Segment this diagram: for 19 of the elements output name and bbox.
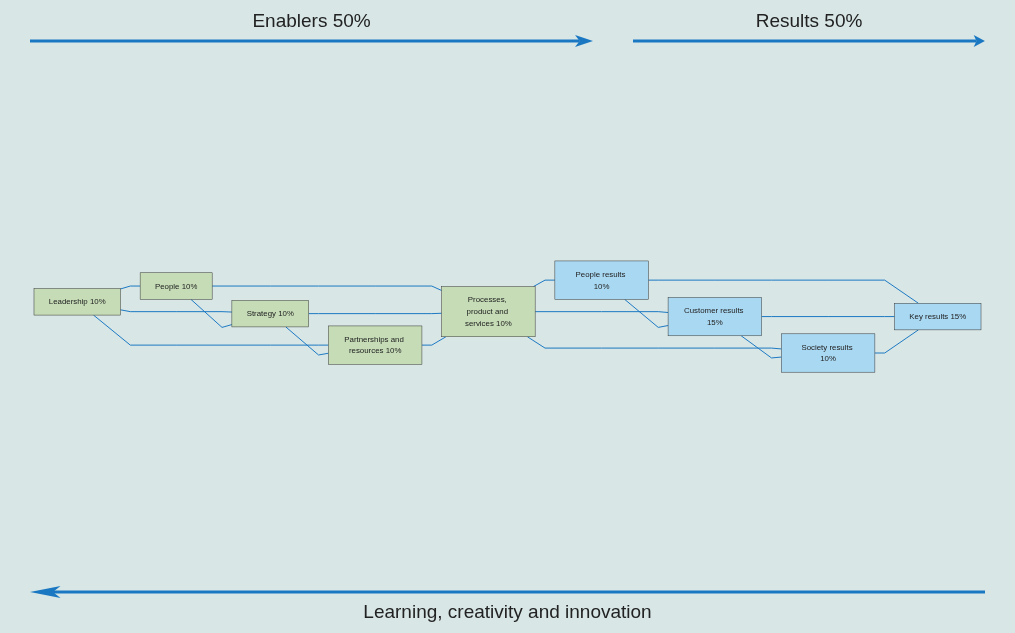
connector [308, 312, 443, 315]
connector [761, 316, 896, 317]
connector [211, 285, 443, 291]
connector [874, 329, 919, 354]
section-label: Enablers 50% [252, 10, 371, 32]
connector [740, 335, 782, 359]
connector [285, 326, 329, 356]
connector [119, 285, 141, 290]
connector [533, 279, 556, 287]
connector [526, 336, 782, 350]
connector [624, 298, 669, 328]
connector [421, 336, 447, 346]
connector [647, 279, 919, 304]
connector [534, 311, 669, 313]
section-label: Results 50% [755, 10, 863, 32]
connector [119, 309, 233, 313]
connector [93, 314, 329, 346]
section-label: Learning, creativity and innovation [363, 601, 652, 623]
connector [190, 298, 233, 328]
